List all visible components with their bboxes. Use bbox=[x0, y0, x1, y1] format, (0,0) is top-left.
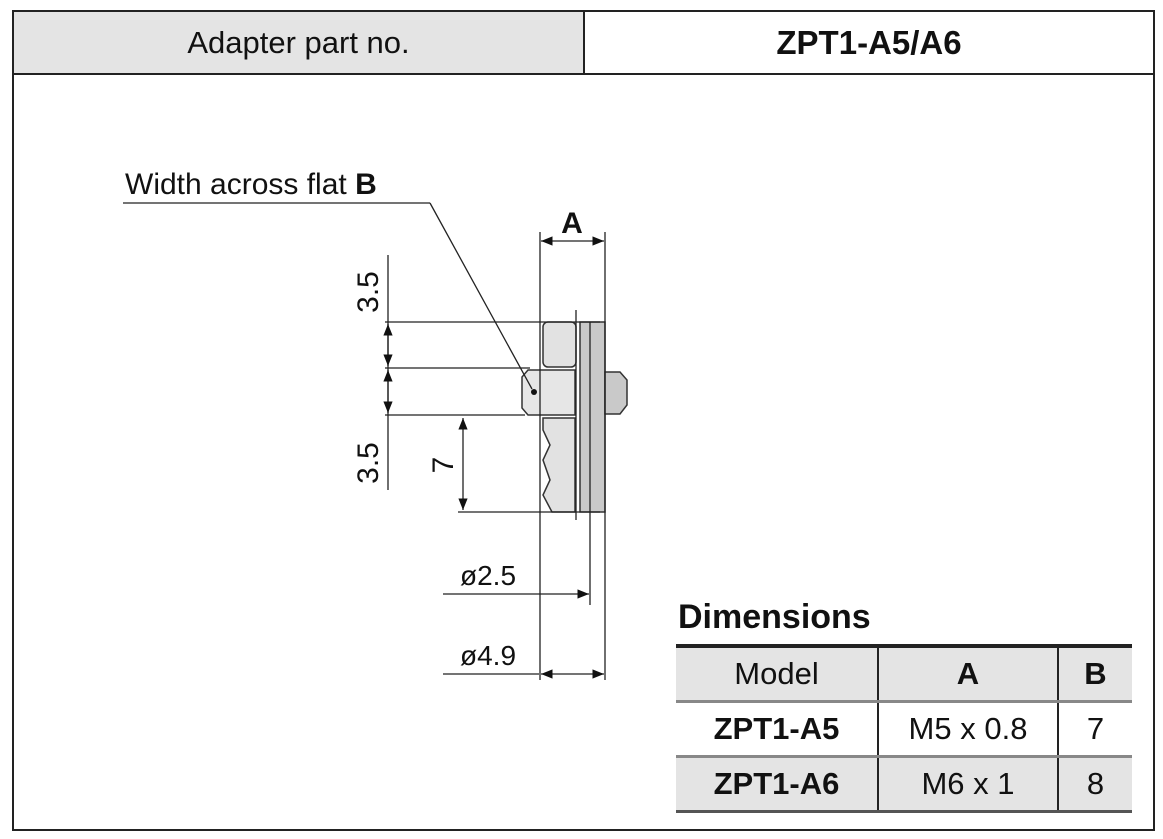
adapter-part bbox=[521, 321, 628, 513]
model-cell: ZPT1-A6 bbox=[676, 756, 878, 813]
header-label: Adapter part no. bbox=[14, 12, 585, 75]
dimension-seven-label: 7 bbox=[427, 457, 460, 474]
drawing-frame bbox=[12, 10, 1155, 831]
dimension-a-label: A bbox=[561, 207, 583, 240]
header-part-number: ZPT1-A5/A6 bbox=[585, 12, 1153, 75]
table-row: ZPT1-A5 M5 x 0.8 7 bbox=[676, 701, 1132, 758]
table-row: ZPT1-A6 M6 x 1 8 bbox=[676, 756, 1132, 813]
dimension-bottom-label: 3.5 bbox=[352, 442, 385, 484]
b-cell: 8 bbox=[1057, 756, 1132, 813]
column-header-b: B bbox=[1057, 644, 1132, 703]
dimension-lines bbox=[123, 202, 606, 680]
dimensions-title: Dimensions bbox=[678, 598, 871, 636]
table-header-row: Model A B bbox=[676, 644, 1132, 703]
inner-diameter-label: ø2.5 bbox=[460, 560, 516, 591]
column-header-a: A bbox=[877, 644, 1058, 703]
b-cell: 7 bbox=[1057, 701, 1132, 758]
dimensions-table: Model A B ZPT1-A5 M5 x 0.8 7 ZPT1-A6 M6 … bbox=[676, 644, 1132, 813]
width-across-flat-label: Width across flat B bbox=[125, 168, 377, 201]
column-header-model: Model bbox=[676, 644, 878, 703]
model-cell: ZPT1-A5 bbox=[676, 701, 878, 758]
outer-diameter-label: ø4.9 bbox=[460, 640, 516, 671]
a-cell: M5 x 0.8 bbox=[877, 701, 1058, 758]
a-cell: M6 x 1 bbox=[877, 756, 1058, 813]
dimension-top-label: 3.5 bbox=[352, 271, 385, 313]
